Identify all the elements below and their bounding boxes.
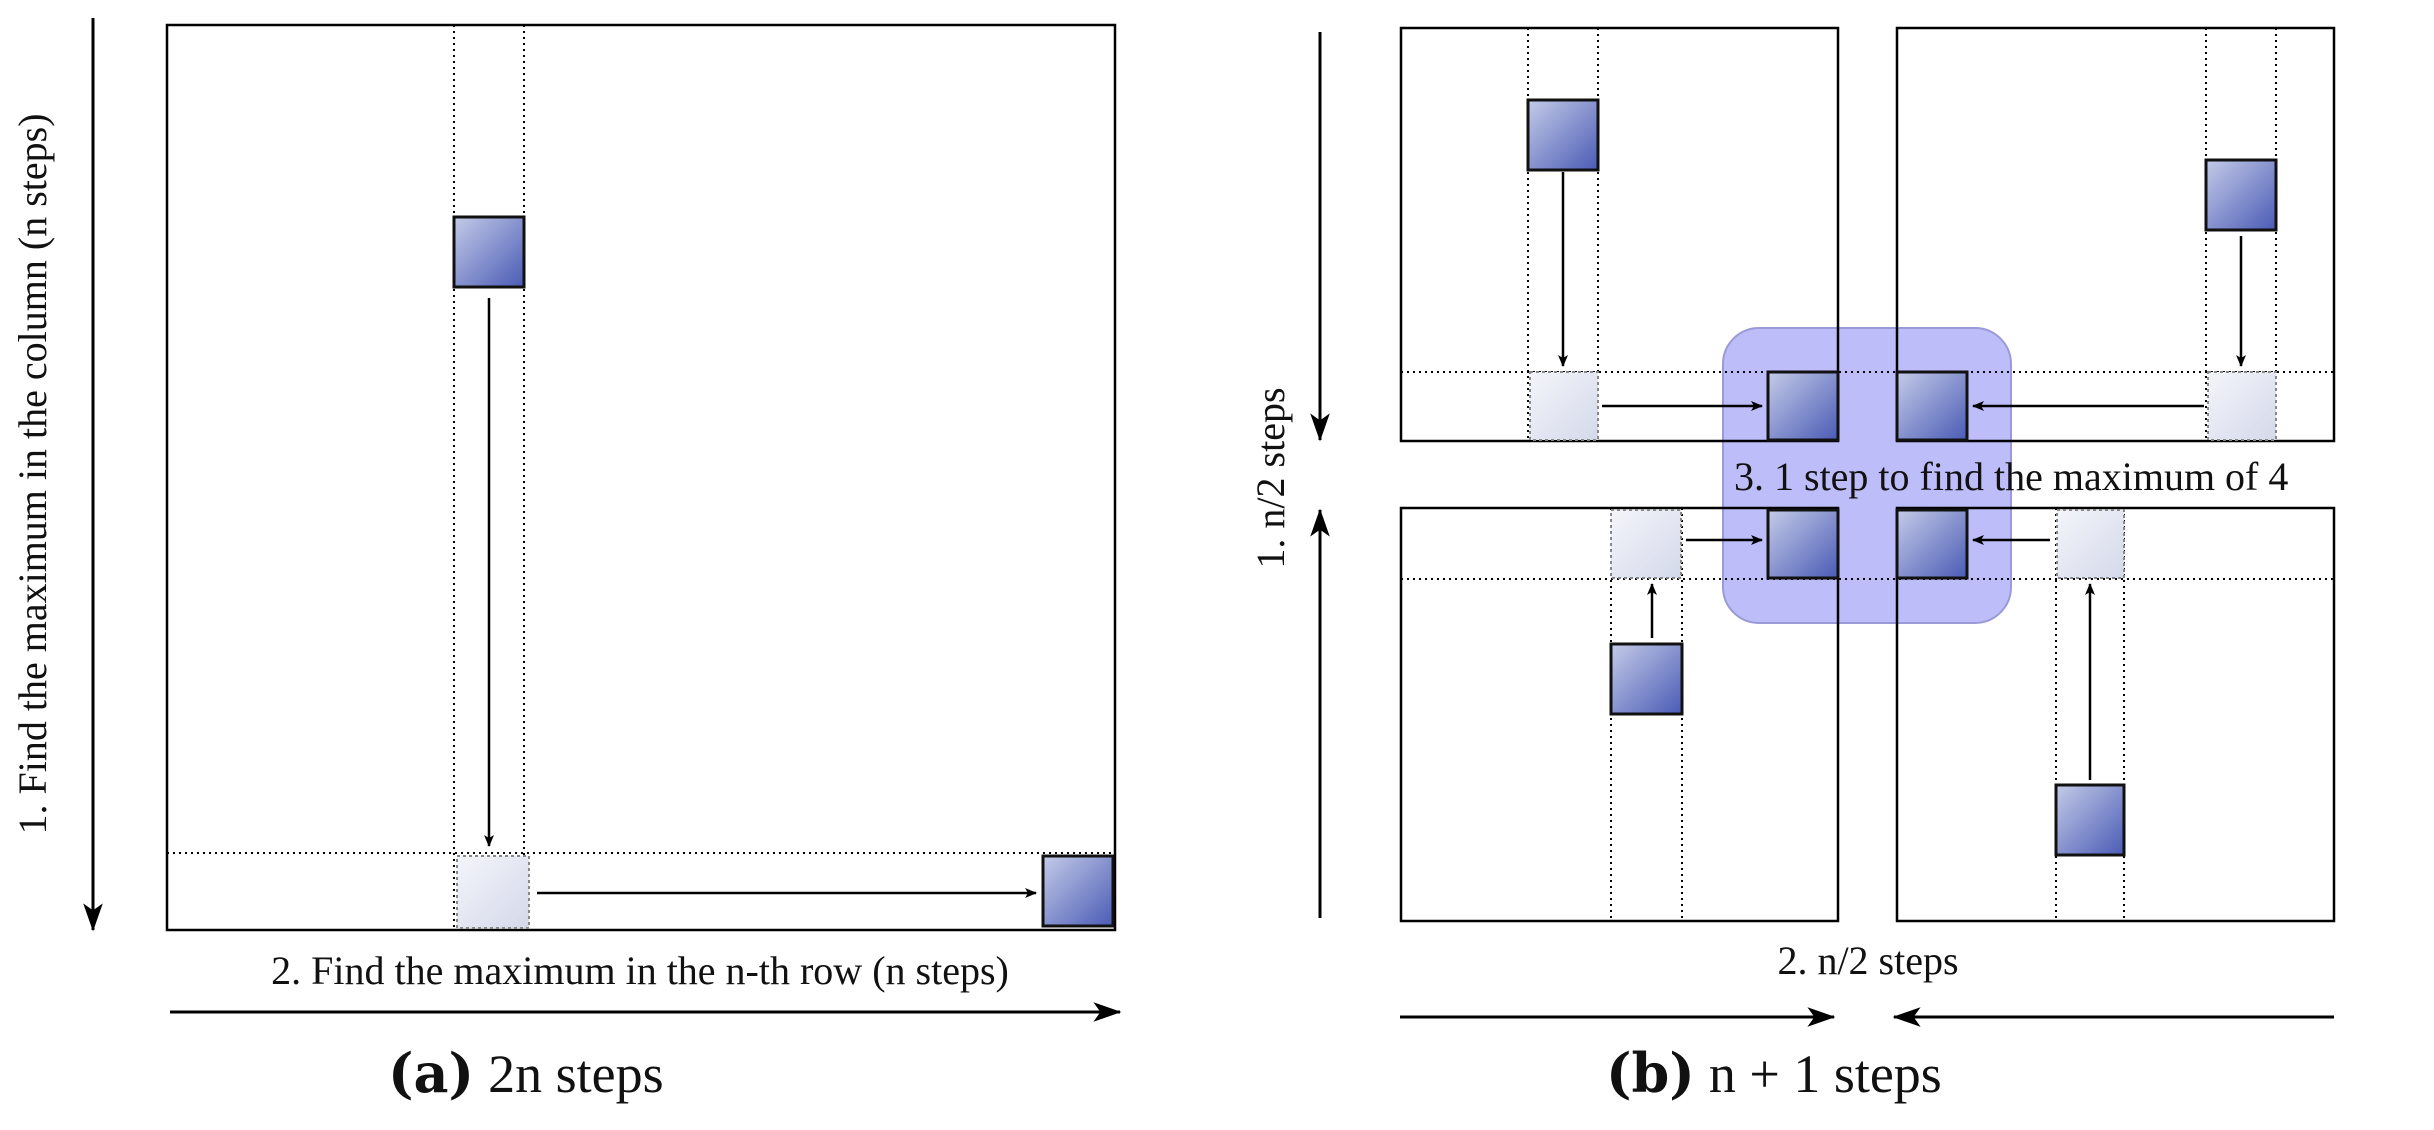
vertical-steps-label: 1. n/2 steps [1248, 387, 1293, 568]
quadrant-top-left [1399, 26, 1840, 443]
panel-b: 1. n/2 steps 2. n/2 steps 3. 1 step to f… [1248, 26, 2336, 1105]
caption-b-text: n + 1 steps [1709, 1044, 1942, 1104]
tl-column-max-cell [1529, 371, 1599, 441]
candidate-bottom-left [1766, 508, 1840, 580]
matrix-frame [165, 23, 1117, 932]
start-cell [452, 215, 526, 289]
quadrant-top-right [1895, 26, 2336, 443]
bl-start-cell [1609, 642, 1684, 716]
caption-a-letter: (a) [388, 1041, 474, 1105]
tr-column-max-cell [2207, 371, 2277, 441]
panel-a: 1. Find the maximum in the column (n ste… [10, 18, 1122, 1105]
br-start-cell [2054, 783, 2126, 857]
caption-a-text: 2n steps [488, 1044, 664, 1104]
row-step-label: 2. Find the maximum in the n-th row (n s… [271, 948, 1009, 993]
max-of-four-label: 3. 1 step to find the maximum of 4 [1734, 454, 2288, 499]
quadrant-bottom-left [1399, 506, 1840, 923]
column-step-label: 1. Find the maximum in the column (n ste… [10, 113, 55, 834]
bl-column-max-cell [1610, 509, 1682, 579]
candidate-bottom-right [1895, 508, 1969, 580]
horizontal-steps-label: 2. n/2 steps [1777, 938, 1958, 983]
column-max-cell [456, 855, 530, 929]
candidate-top-left [1766, 370, 1840, 442]
tl-start-cell [1526, 98, 1600, 172]
quadrant-bottom-right [1895, 506, 2336, 923]
caption-a: (a) 2n steps [388, 1041, 664, 1105]
br-column-max-cell [2056, 509, 2125, 579]
tr-start-cell [2204, 158, 2278, 232]
candidate-top-right [1895, 370, 1969, 442]
caption-b: (b) n + 1 steps [1606, 1041, 1942, 1105]
caption-b-letter: (b) [1606, 1041, 1695, 1105]
row-max-cell [1041, 854, 1115, 928]
